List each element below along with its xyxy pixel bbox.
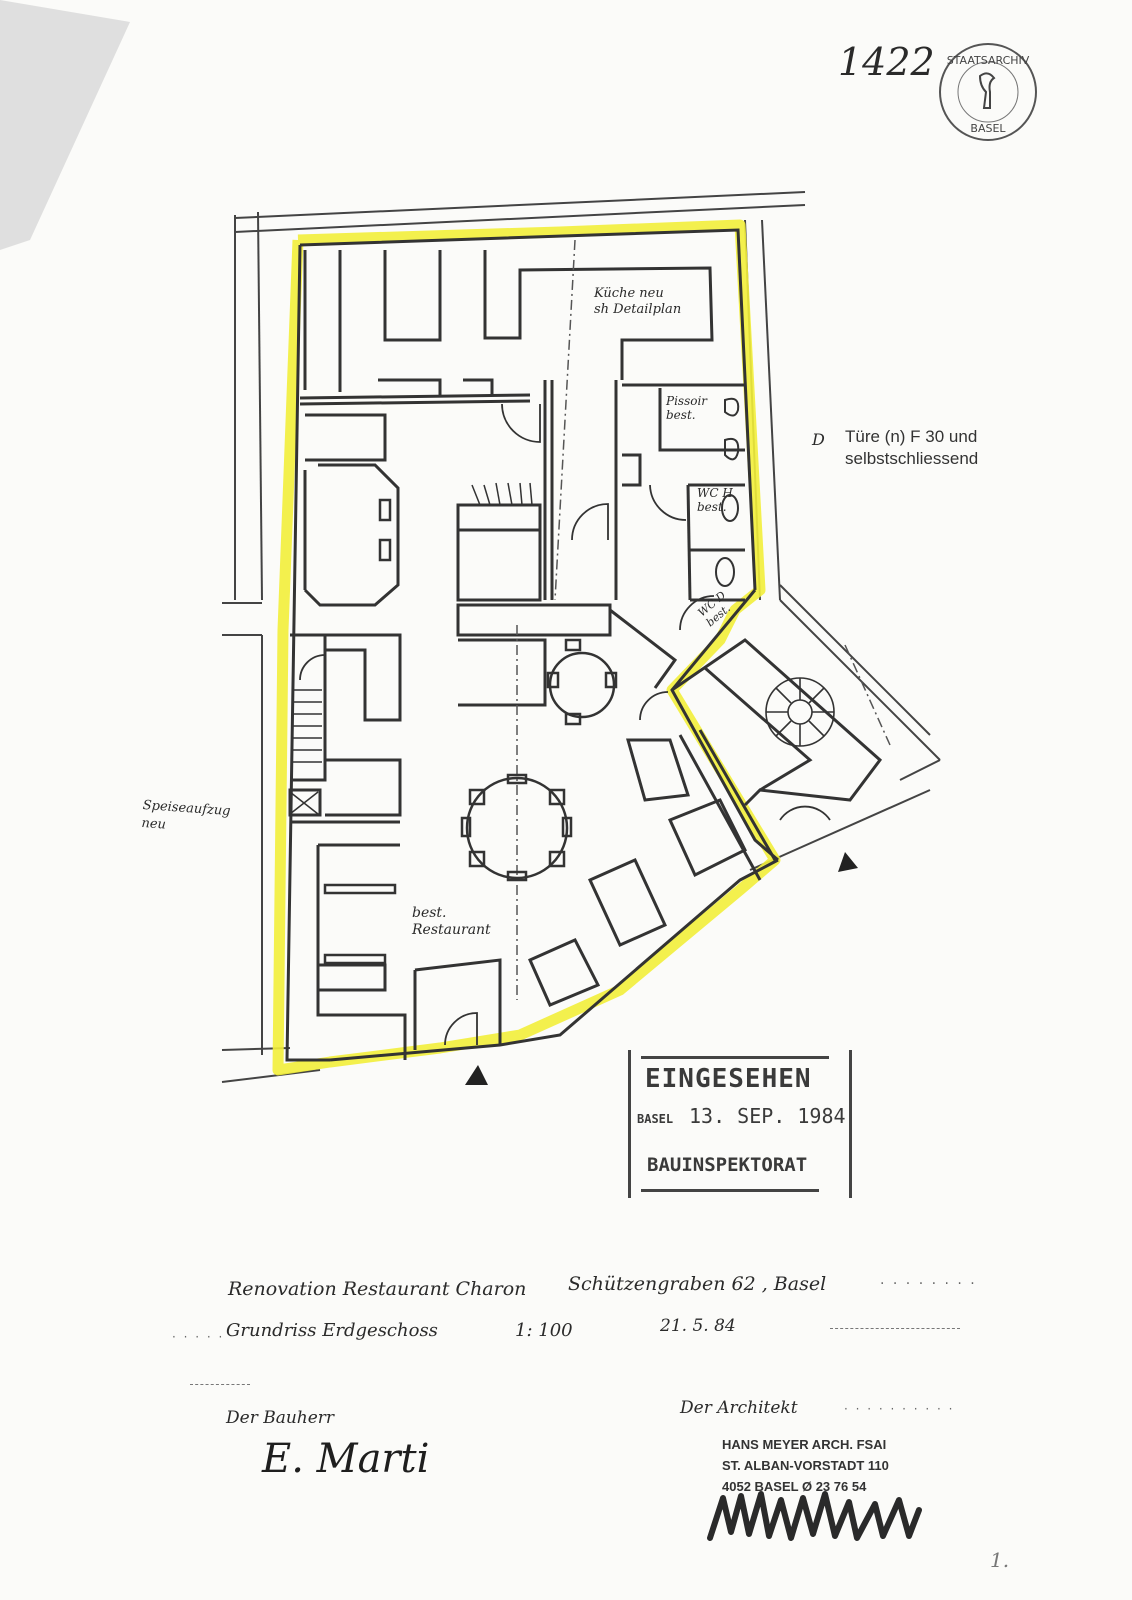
page-number: 1.: [990, 1548, 1010, 1572]
approval-stamp: EINGESEHEN BASEL 13. SEP. 1984 BAUINSPEK…: [628, 1050, 852, 1198]
door-swings: [299, 403, 831, 1046]
entrance-markers: [465, 852, 858, 1085]
title-rule-3: [190, 1384, 250, 1385]
title-dash-2: · · · · ·: [172, 1330, 225, 1344]
walls: [285, 228, 883, 1062]
spiral-stair: [765, 677, 835, 747]
project-address: Schützengraben 62 , Basel: [568, 1273, 827, 1295]
note-marker: D: [812, 430, 825, 449]
lift-label: Speiseaufzug neu: [141, 797, 231, 839]
drawing-title: Grundriss Erdgeschoss: [226, 1320, 438, 1341]
svg-text:BASEL: BASEL: [970, 122, 1006, 135]
door-note-line2: selbstschliessend: [845, 449, 979, 468]
architect-stamp-line3: 4052 BASEL Ø 23 76 54: [722, 1479, 867, 1494]
architect-label: Der Architekt: [680, 1398, 798, 1418]
door-note: Türe (n) F 30 und selbstschliessend: [845, 426, 978, 470]
stamp-date: 13. SEP. 1984: [689, 1104, 846, 1128]
toilets: [715, 397, 740, 587]
kitchen-label-line2: sh Detailplan: [594, 302, 682, 317]
wc-h-label-line2: best.: [697, 500, 727, 514]
axis-lines: [516, 239, 891, 1000]
architect-signature: [707, 1491, 922, 1541]
pissoir-label-line2: best.: [666, 408, 696, 422]
kitchen-label-line1: Küche neu: [594, 286, 664, 301]
left-stair: [289, 689, 322, 815]
architect-stamp-line2: ST. ALBAN-VORSTADT 110: [722, 1458, 889, 1473]
architect-stamp: HANS MEYER ARCH. FSAI ST. ALBAN-VORSTADT…: [722, 1434, 889, 1497]
drawing-date: 21. 5. 84: [660, 1316, 736, 1336]
tables: [323, 498, 618, 965]
property-highlight: [272, 219, 781, 1076]
stamp-place: BASEL: [637, 1112, 674, 1126]
wc-h-label: WC H best.: [697, 486, 733, 514]
owner-label: Der Bauherr: [226, 1408, 335, 1428]
bar-hatch: [471, 482, 533, 506]
title-dash-4: · · · · · · · · · ·: [844, 1402, 955, 1416]
project-title: Renovation Restaurant Charon: [228, 1278, 527, 1300]
stamp-title: EINGESEHEN: [645, 1064, 812, 1094]
svg-text:STAATSARCHIV: STAATSARCHIV: [947, 54, 1030, 67]
kitchen-label: Küche neu sh Detailplan: [594, 286, 681, 318]
archive-seal: STAATSARCHIV BASEL: [939, 43, 1037, 141]
title-rule-2: [830, 1328, 960, 1329]
stamp-top-rule: [641, 1056, 829, 1059]
pissoir-label-line1: Pissoir: [666, 394, 708, 408]
restaurant-label-line1: best.: [412, 905, 447, 921]
architect-stamp-line1: HANS MEYER ARCH. FSAI: [722, 1437, 887, 1452]
page-fold-shadow: [0, 0, 130, 250]
stamp-office: BAUINSPEKTORAT: [647, 1154, 808, 1176]
stamp-bottom-rule: [641, 1189, 819, 1192]
restaurant-label-line2: Restaurant: [412, 922, 491, 938]
neighbour-lines: [221, 191, 941, 1083]
pissoir-label: Pissoir best.: [666, 394, 707, 422]
title-dash-1: · · · · · · · ·: [880, 1276, 977, 1292]
restaurant-label: best. Restaurant: [412, 905, 491, 939]
owner-signature: E. Marti: [262, 1436, 430, 1482]
drawing-scale: 1: 100: [515, 1320, 573, 1341]
wc-h-label-line1: WC H: [697, 486, 733, 500]
door-note-line1: Türe (n) F 30 und: [845, 427, 978, 446]
archive-number: 1422: [838, 40, 935, 84]
